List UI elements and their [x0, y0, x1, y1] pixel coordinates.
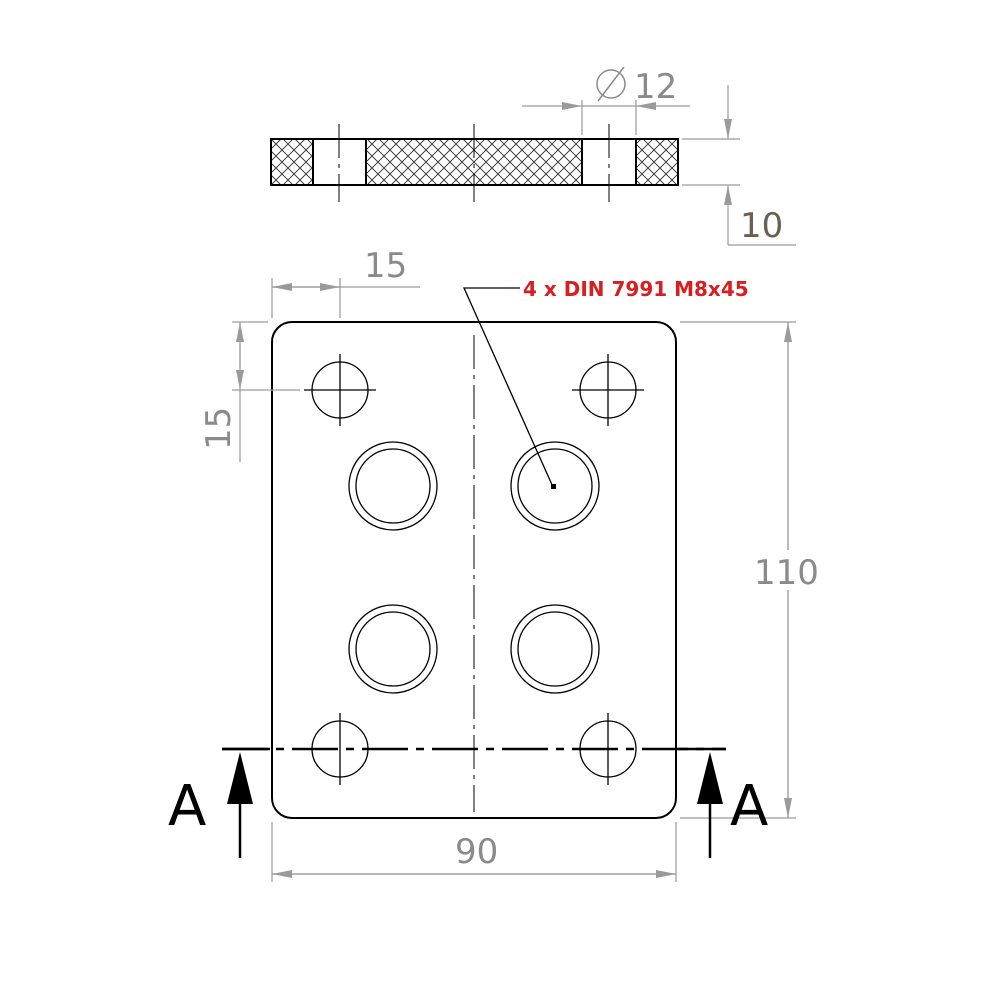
top-view: 4 x DIN 7991 M8x45 15 15 110 — [168, 246, 826, 882]
countersunk-hole-top-right — [572, 354, 644, 426]
countersunk-hole-top-left — [304, 354, 376, 426]
section-view: 12 10 — [270, 66, 796, 246]
bore-hole-lower-left — [348, 604, 438, 694]
plate-outline — [271, 321, 677, 819]
hole-edge-x-label: 15 — [364, 246, 407, 286]
thickness-label: 10 — [740, 206, 783, 246]
diameter-icon — [596, 66, 626, 102]
section-hatch-left — [270, 138, 314, 186]
section-label-left: A — [168, 774, 206, 839]
section-cut-line: A A — [168, 747, 768, 858]
section-label-right: A — [730, 774, 768, 839]
width-dimension: 90 — [271, 822, 677, 882]
section-hatch-right — [635, 138, 679, 186]
fastener-callout: 4 x DIN 7991 M8x45 — [462, 277, 749, 488]
thickness-dimension: 10 — [682, 85, 796, 246]
hole-diameter-label: 12 — [634, 67, 677, 107]
fastener-callout-label: 4 x DIN 7991 M8x45 — [523, 277, 749, 301]
hole-edge-y-dimension: 15 — [199, 321, 300, 462]
bore-hole-upper-left — [348, 441, 438, 531]
bore-hole-upper-right — [510, 441, 600, 531]
height-label: 110 — [754, 553, 819, 593]
hole-edge-y-label: 15 — [199, 407, 239, 450]
section-arrow-right — [697, 752, 723, 858]
hole-diameter-dimension: 12 — [522, 66, 690, 135]
width-label: 90 — [455, 832, 498, 872]
section-arrow-left — [227, 752, 253, 858]
bore-hole-lower-right — [510, 604, 600, 694]
hole-edge-x-dimension: 15 — [271, 246, 420, 318]
height-dimension: 110 — [680, 321, 826, 819]
